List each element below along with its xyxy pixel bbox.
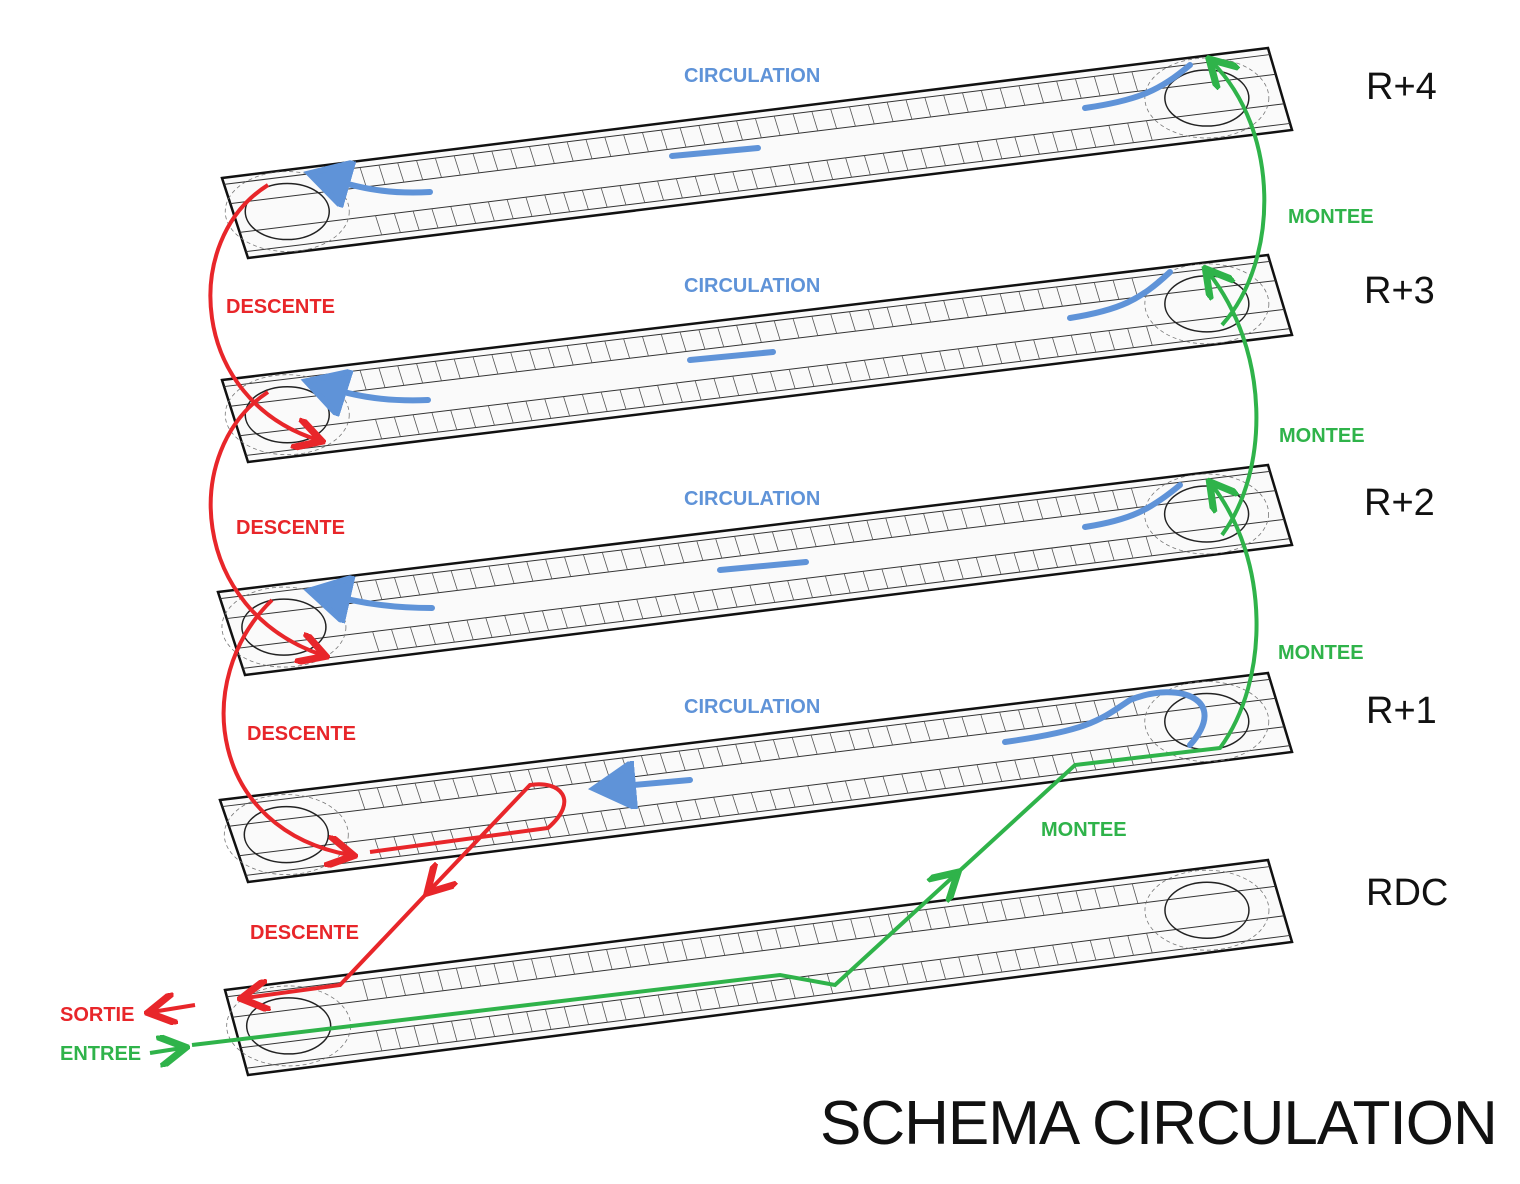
descente-arrow-5 <box>245 888 432 998</box>
descente-arrow-4 <box>369 782 567 890</box>
circulation-label-r2: CIRCULATION <box>684 488 821 510</box>
level-label-r3: R+3 <box>1364 270 1435 312</box>
circulation-label-r1: CIRCULATION <box>684 696 821 718</box>
entree-arrow <box>149 1048 182 1053</box>
montee-label-1: MONTEE <box>1288 206 1374 228</box>
circulation-arrow-r1 <box>600 689 1208 788</box>
level-label-rdc: RDC <box>1366 872 1449 914</box>
circulation-arrow-r2 <box>315 482 1183 608</box>
circulation-label-r3: CIRCULATION <box>684 275 821 297</box>
level-label-r4: R+4 <box>1366 66 1437 108</box>
level-label-r2: R+2 <box>1364 482 1435 524</box>
floor-r3 <box>220 253 1294 464</box>
level-label-r1: R+1 <box>1366 690 1437 732</box>
circulation-arrow-r3 <box>312 269 1173 400</box>
montee-arrow-3 <box>1208 272 1259 537</box>
descente-arrow-1 <box>208 183 318 440</box>
montee-arrow-1 <box>191 875 955 1047</box>
descente-label-2: DESCENTE <box>236 517 345 539</box>
montee-label-4: MONTEE <box>1041 819 1127 841</box>
sortie-label: SORTIE <box>60 1004 135 1026</box>
descente-label-3: DESCENTE <box>247 723 356 745</box>
montee-label-2: MONTEE <box>1279 425 1365 447</box>
descente-arrow-3 <box>221 598 350 855</box>
descente-label-4: DESCENTE <box>250 922 359 944</box>
sortie-arrow <box>152 1005 196 1012</box>
floor-rdc <box>223 858 1294 1077</box>
entree-label: ENTREE <box>60 1043 142 1065</box>
montee-label-3: MONTEE <box>1278 642 1364 664</box>
diagram-title: SCHEMA CIRCULATION <box>820 1089 1498 1158</box>
montee-arrow-4 <box>1212 62 1267 327</box>
circulation-label-r4: CIRCULATION <box>684 65 821 87</box>
descente-arrow-2 <box>208 390 322 655</box>
circulation-arrow-r4 <box>315 62 1193 193</box>
floor-r4 <box>220 46 1294 260</box>
montee-arrow-2 <box>953 485 1259 877</box>
descente-label-1: DESCENTE <box>226 296 335 318</box>
